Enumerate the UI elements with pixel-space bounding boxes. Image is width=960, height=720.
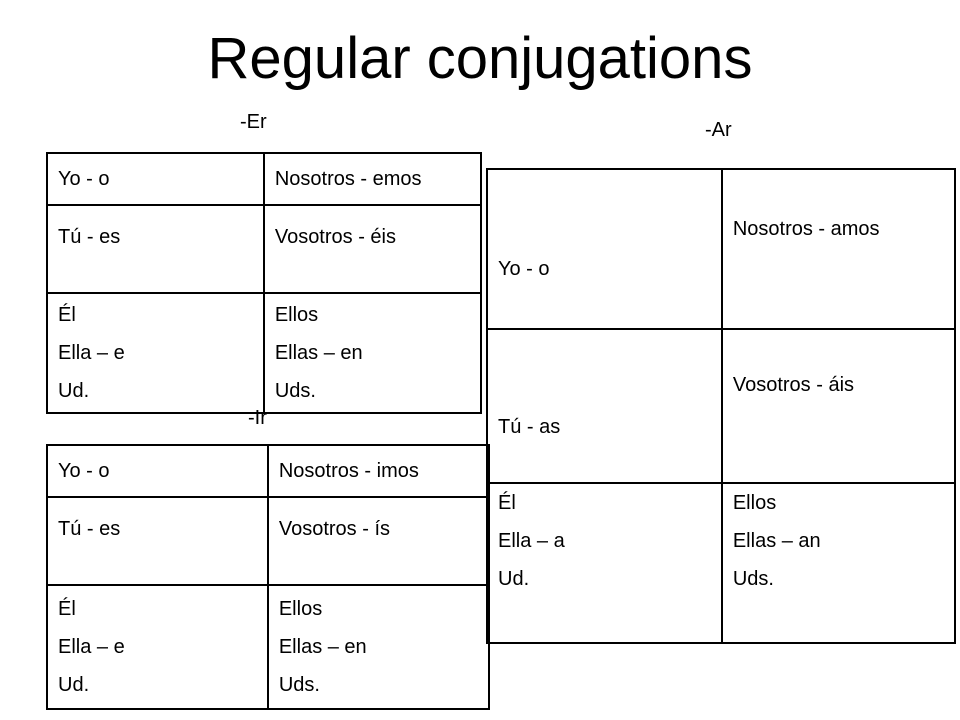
table-row: Él Ella – e Ud. Ellos Ellas – en Uds. — [46, 292, 483, 414]
table-cell: Tú - es — [46, 496, 269, 586]
table-row: Tú - es Vosotros - ís — [46, 496, 491, 586]
table-cell: Nosotros - amos — [720, 168, 957, 330]
slide-title: Regular conjugations — [207, 26, 753, 91]
cell-text: Tú - es — [58, 518, 121, 540]
cell-text: Nosotros - imos — [278, 460, 419, 482]
cell-text: Yo - o — [58, 460, 110, 482]
cell-text: Yo - o — [498, 258, 550, 280]
cell-text: Ella – e — [58, 636, 125, 658]
table-cell: Yo - o — [46, 152, 265, 206]
cell-text: Vosotros - áis — [732, 374, 855, 396]
table-row: Yo - o Nosotros - amos — [486, 168, 957, 330]
cell-text: Vosotros - ís — [278, 518, 390, 540]
table-cell: Tú - as — [486, 328, 723, 484]
table-cell: Nosotros - imos — [266, 444, 491, 498]
er-label: -Er — [240, 111, 267, 133]
table-cell: Él Ella – e Ud. — [46, 584, 269, 710]
table-cell: Ellos Ellas – an Uds. — [720, 482, 957, 644]
table-cell: Tú - es — [46, 204, 265, 294]
table-row: Él Ella – a Ud. Ellos Ellas – an Uds. — [486, 482, 957, 644]
cell-text: Uds. — [732, 568, 774, 590]
table-cell: Vosotros - éis — [262, 204, 483, 294]
cell-text: Él — [58, 304, 76, 326]
table-row: Tú - as Vosotros - áis — [486, 328, 957, 484]
table-cell: Vosotros - áis — [720, 328, 957, 484]
cell-text: Yo - o — [58, 168, 110, 190]
cell-text: Ella – a — [498, 530, 565, 552]
table-cell: Él Ella – e Ud. — [46, 292, 265, 414]
cell-text: Uds. — [278, 674, 320, 696]
cell-text: Ud. — [58, 674, 90, 696]
table-row: Él Ella – e Ud. Ellos Ellas – en Uds. — [46, 584, 491, 710]
table-cell: Yo - o — [46, 444, 269, 498]
cell-text: Tú - es — [58, 226, 121, 248]
ir-conjugation-table: Yo - o Nosotros - imos Tú - es Vosotros … — [46, 444, 491, 710]
table-cell: Nosotros - emos — [262, 152, 483, 206]
table-cell: Él Ella – a Ud. — [486, 482, 723, 644]
cell-text: Ella – e — [58, 342, 125, 364]
cell-text: Ud. — [498, 568, 530, 590]
cell-text: Ellas – an — [732, 530, 821, 552]
cell-text: Ellas – en — [278, 636, 367, 658]
cell-text: Ellas – en — [274, 342, 363, 364]
cell-text: Vosotros - éis — [274, 226, 396, 248]
cell-text: Ellos — [278, 598, 323, 620]
er-conjugation-table: Yo - o Nosotros - emos Tú - es Vosotros … — [46, 152, 483, 414]
table-cell: Ellos Ellas – en Uds. — [266, 584, 491, 710]
cell-text: Él — [58, 598, 76, 620]
ar-label: -Ar — [705, 119, 732, 141]
cell-text: Nosotros - emos — [274, 168, 422, 190]
table-row: Tú - es Vosotros - éis — [46, 204, 483, 294]
cell-text: Él — [498, 492, 516, 514]
ar-conjugation-table: Yo - o Nosotros - amos Tú - as Vosotros … — [486, 168, 957, 644]
cell-text: Nosotros - amos — [732, 218, 880, 240]
table-row: Yo - o Nosotros - imos — [46, 444, 491, 498]
table-cell: Yo - o — [486, 168, 723, 330]
cell-text: Ud. — [58, 380, 90, 402]
table-row: Yo - o Nosotros - emos — [46, 152, 483, 206]
cell-text: Ellos — [274, 304, 319, 326]
table-cell: Ellos Ellas – en Uds. — [262, 292, 483, 414]
cell-text: Uds. — [274, 380, 316, 402]
cell-text: Ellos — [732, 492, 777, 514]
table-cell: Vosotros - ís — [266, 496, 491, 586]
cell-text: Tú - as — [498, 416, 561, 438]
